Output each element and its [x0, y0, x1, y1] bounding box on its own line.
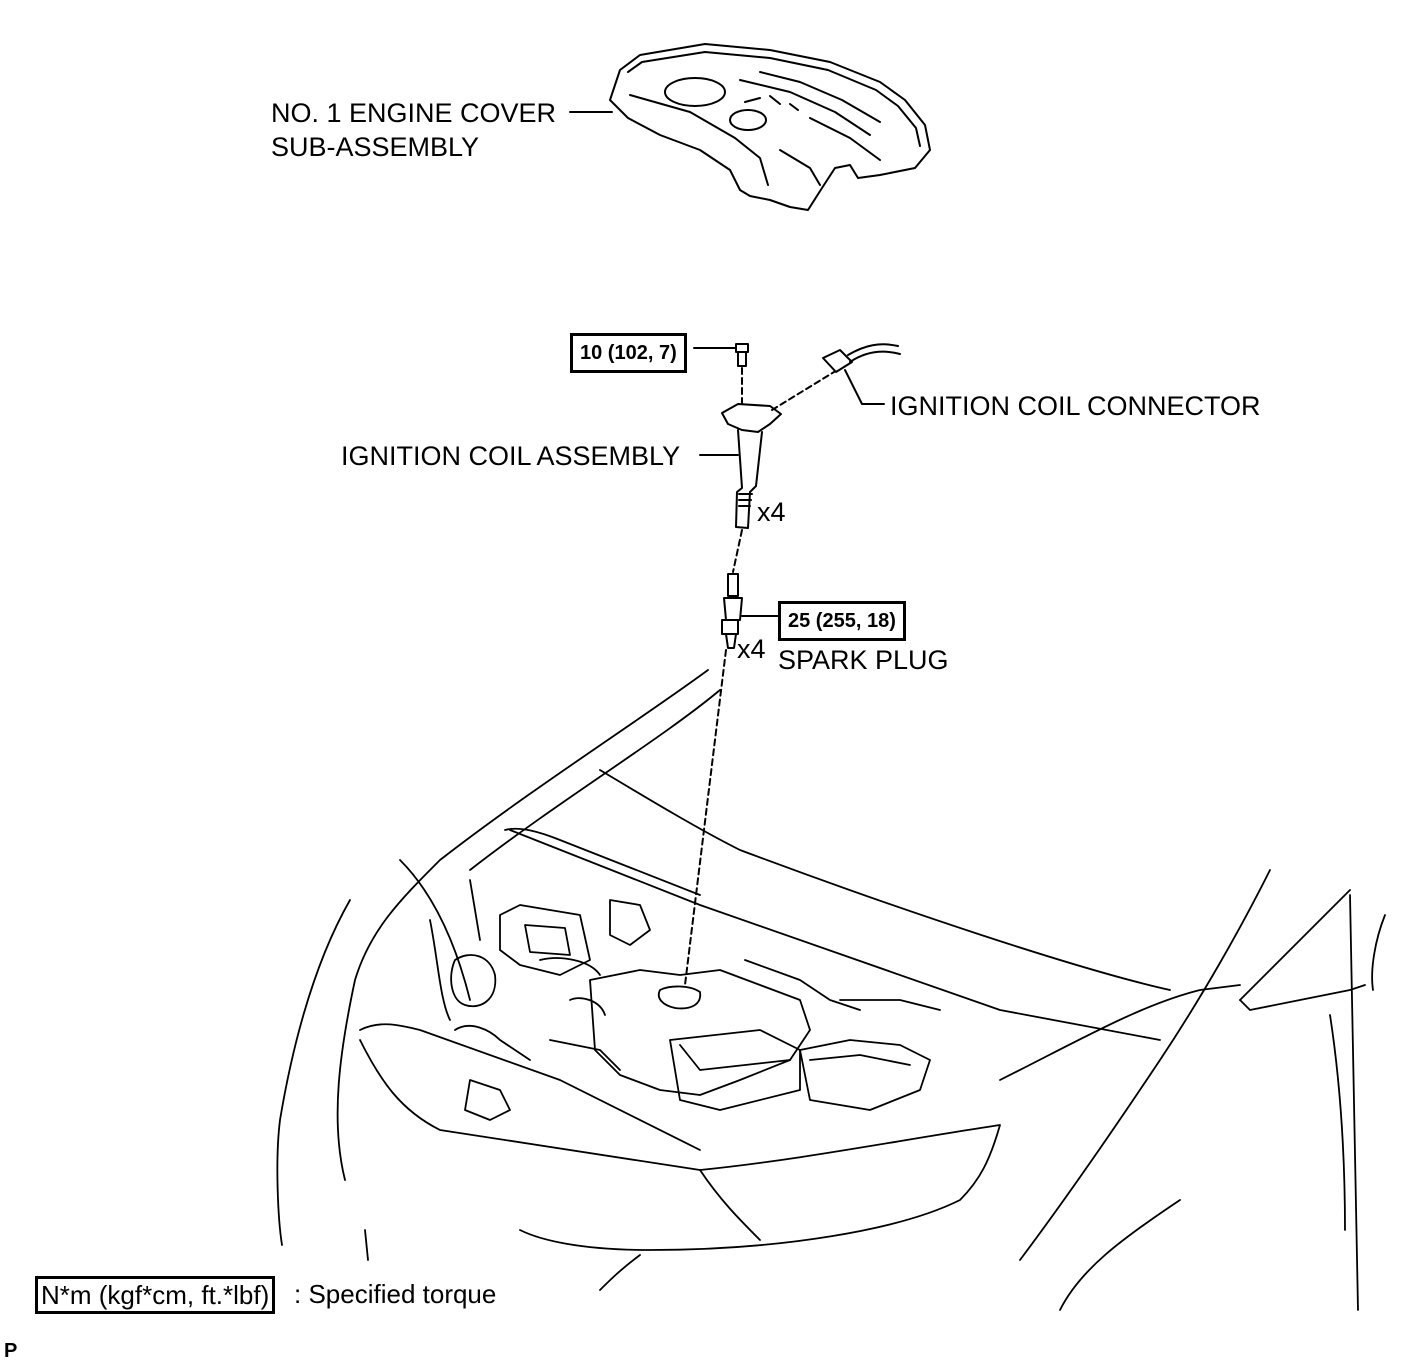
spark-plug-torque-box: 25 (255, 18): [778, 601, 906, 641]
corner-mark: P: [4, 1340, 18, 1362]
ignition-coil-drawing: [721, 403, 782, 529]
torque-legend-description: : Specified torque: [294, 1279, 497, 1309]
ignition-coil-quantity: x4: [757, 497, 786, 527]
bolt-drawing: [735, 343, 749, 367]
spark-plug-quantity: x4: [737, 634, 766, 664]
ignition-coil-connector-label: IGNITION COIL CONNECTOR: [890, 391, 1261, 421]
vehicle-drawing: [276, 669, 1386, 1311]
engine-cover-label-line2: SUB-ASSEMBLY: [271, 132, 480, 162]
engine-cover-label-line1: NO. 1 ENGINE COVER: [271, 98, 557, 128]
spark-plug-label: SPARK PLUG: [778, 645, 949, 675]
ignition-coil-assembly-label: IGNITION COIL ASSEMBLY: [341, 441, 681, 471]
connector-leader: [844, 369, 885, 405]
assembly-dashed-lines: [684, 367, 835, 986]
bolt-torque-box: 10 (102, 7): [570, 333, 687, 373]
torque-unit-legend-box: N*m (kgf*cm, ft.*lbf): [35, 1276, 276, 1314]
spark-plug-drawing: [721, 573, 743, 649]
engine-cover-drawing: [609, 43, 931, 211]
connector-drawing: [822, 343, 901, 373]
